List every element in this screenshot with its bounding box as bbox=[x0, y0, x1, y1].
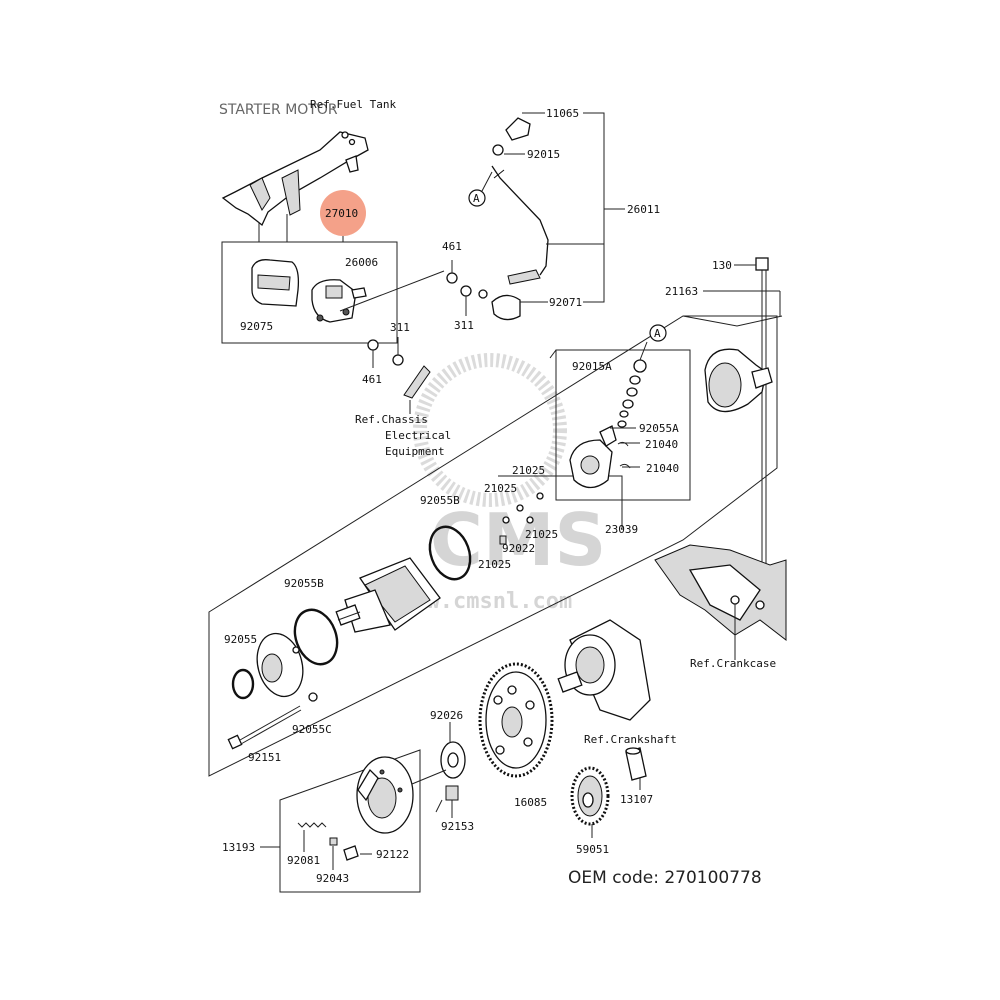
ref-fuel-tank: Ref.Fuel Tank bbox=[310, 98, 396, 111]
o-ring-92055c bbox=[308, 692, 318, 702]
crankshaft bbox=[557, 619, 651, 721]
callout-92122: 92122 bbox=[376, 848, 409, 861]
callout-92055b-lower: 92055B bbox=[284, 577, 324, 590]
shaft-13107 bbox=[625, 747, 647, 781]
callout-92015: 92015 bbox=[527, 148, 560, 161]
callout-26011: 26011 bbox=[627, 203, 660, 216]
callout-59051: 59051 bbox=[576, 843, 609, 856]
ref-crankshaft: Ref.Crankshaft bbox=[584, 733, 677, 746]
idler-gear-59051 bbox=[570, 766, 610, 826]
marker-a-upper-label: A bbox=[473, 192, 480, 205]
callout-311-lower: 311 bbox=[390, 321, 410, 334]
starter-motor-body bbox=[335, 557, 441, 633]
callout-21163: 21163 bbox=[665, 285, 698, 298]
callout-92055: 92055 bbox=[224, 633, 257, 646]
ref-crankcase: Ref.Crankcase bbox=[690, 657, 776, 670]
roller-92122 bbox=[343, 845, 359, 861]
diagram-title: STARTER MOTOR bbox=[219, 102, 338, 118]
ref-chassis-line1: Ref.Chassis bbox=[355, 413, 428, 426]
starter-front-cover bbox=[256, 632, 304, 698]
callout-16085: 16085 bbox=[514, 796, 547, 809]
callout-92055c: 92055C bbox=[292, 723, 332, 736]
callout-21025-c: 21025 bbox=[525, 528, 558, 541]
callout-130: 130 bbox=[712, 259, 732, 272]
o-ring-92055b-upper bbox=[428, 525, 472, 581]
callout-92153: 92153 bbox=[441, 820, 474, 833]
spring-92081 bbox=[297, 822, 327, 828]
watermark-logo-text: CMS bbox=[430, 498, 606, 582]
nut-311-lower bbox=[392, 354, 404, 366]
callout-92151: 92151 bbox=[248, 751, 281, 764]
brush-holder-assy bbox=[569, 359, 647, 489]
callout-27010: 27010 bbox=[325, 207, 358, 220]
bolt-130 bbox=[755, 257, 769, 586]
pin-92043 bbox=[329, 837, 338, 846]
highlight-marker bbox=[320, 190, 366, 236]
starter-relay-27010 bbox=[311, 279, 357, 323]
callout-92071: 92071 bbox=[549, 296, 582, 309]
marker-a-upper: A bbox=[468, 189, 486, 207]
callout-92075: 92075 bbox=[240, 320, 273, 333]
brush-parts-21025 bbox=[499, 492, 544, 545]
washer-461-upper bbox=[446, 272, 458, 284]
callout-21025-a: 21025 bbox=[512, 464, 545, 477]
starter-cable-26011 bbox=[478, 117, 549, 321]
callout-23039: 23039 bbox=[605, 523, 638, 536]
marker-a-lower: A bbox=[649, 324, 667, 342]
callout-461-upper: 461 bbox=[442, 240, 462, 253]
fuse-26006 bbox=[351, 287, 367, 299]
ref-chassis-line2: Electrical bbox=[385, 429, 451, 442]
callout-92055b-upper: 92055B bbox=[420, 494, 460, 507]
starter-gear-16085 bbox=[478, 662, 554, 778]
callout-92026: 92026 bbox=[430, 709, 463, 722]
callout-11065: 11065 bbox=[546, 107, 579, 120]
starter-clutch-13193 bbox=[356, 756, 414, 834]
callout-311-upper: 311 bbox=[454, 319, 474, 332]
o-ring-92055b-lower bbox=[293, 608, 339, 666]
starter-clutch-cover-21163 bbox=[704, 348, 773, 413]
callout-92081: 92081 bbox=[287, 854, 320, 867]
callout-13193: 13193 bbox=[222, 841, 255, 854]
callout-21025-b: 21025 bbox=[484, 482, 517, 495]
callout-13107: 13107 bbox=[620, 793, 653, 806]
callout-92022: 92022 bbox=[502, 542, 535, 555]
callout-92043: 92043 bbox=[316, 872, 349, 885]
callout-21040-upper: 21040 bbox=[645, 438, 678, 451]
callout-461-lower: 461 bbox=[362, 373, 382, 386]
callout-21040-lower: 21040 bbox=[646, 462, 679, 475]
washer-461-lower bbox=[367, 339, 379, 351]
fuel-tank-bracket bbox=[221, 131, 369, 227]
marker-a-lower-label: A bbox=[654, 327, 661, 340]
oem-code: OEM code: 270100778 bbox=[568, 868, 762, 888]
o-ring-92055 bbox=[231, 668, 255, 700]
callout-92055a: 92055A bbox=[639, 422, 679, 435]
bolt-92153 bbox=[435, 785, 459, 813]
chassis-cable-end bbox=[403, 365, 431, 399]
callout-92015a: 92015A bbox=[572, 360, 612, 373]
watermark: CMS www.cmsnl.com bbox=[400, 353, 606, 614]
crankcase-section bbox=[654, 544, 787, 642]
bolt-92151 bbox=[227, 705, 302, 750]
callout-21025-d: 21025 bbox=[478, 558, 511, 571]
relay-cover-92075 bbox=[251, 259, 300, 307]
nut-311-upper bbox=[460, 285, 472, 297]
ref-chassis-line3: Equipment bbox=[385, 445, 445, 458]
callout-26006: 26006 bbox=[345, 256, 378, 269]
